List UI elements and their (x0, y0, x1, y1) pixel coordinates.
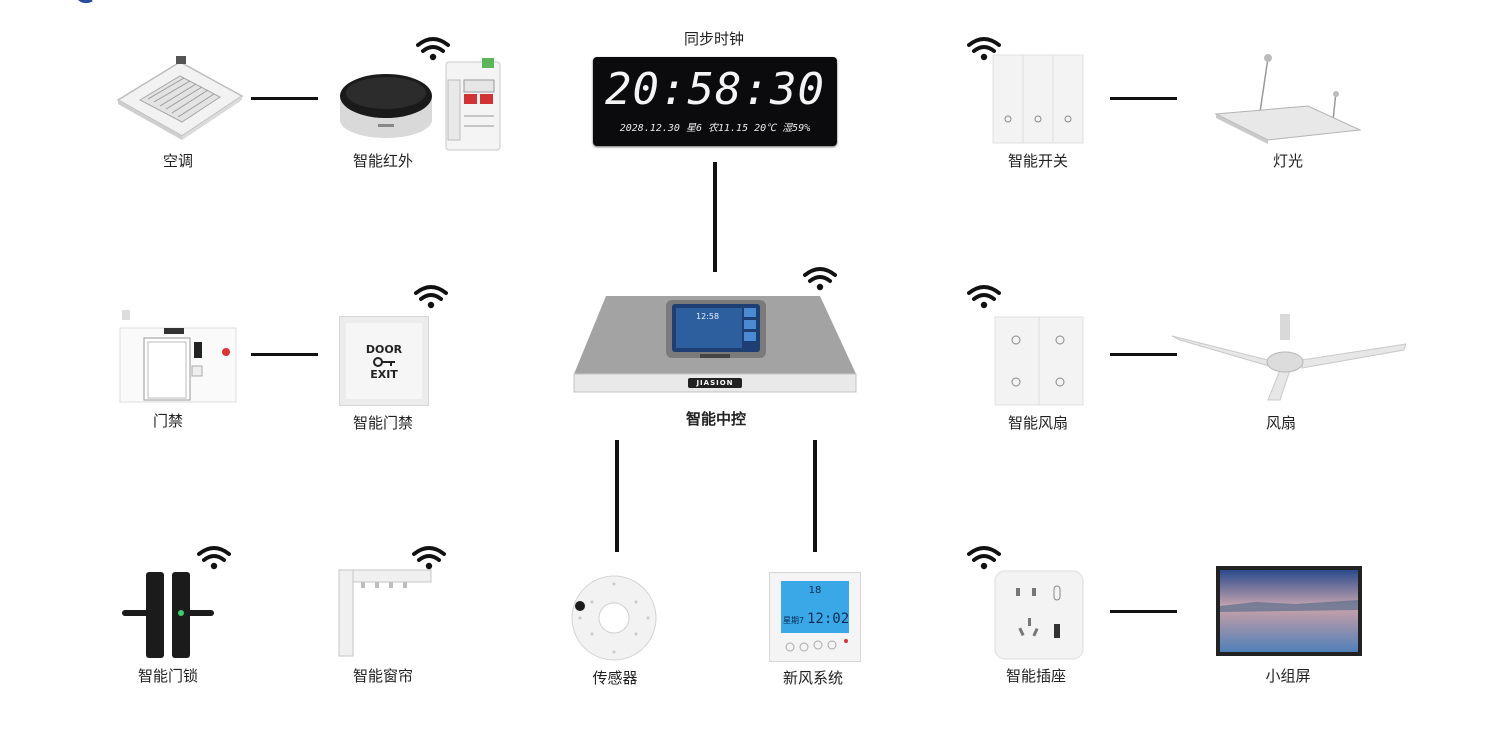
socket-label: 智能插座 (1005, 667, 1067, 685)
light-label: 灯光 (1272, 152, 1304, 170)
sensor-label: 传感器 (592, 669, 638, 687)
ir-hub-image (340, 74, 432, 138)
thermostat-buttons (785, 639, 848, 652)
wifi-icon (803, 267, 837, 291)
sync-clock-display: 20:58:30 2028.12.30 星6 农11.15 20℃ 湿59% (593, 57, 837, 146)
exit-panel-bottom-text: EXIT (370, 368, 398, 381)
fan-switch-label: 智能风扇 (1007, 414, 1069, 432)
wifi-icon (967, 285, 1001, 309)
key-icon (373, 357, 395, 367)
connector-socket-screen (1110, 610, 1177, 613)
sensor-image (571, 575, 657, 661)
fan-switch-image (994, 316, 1084, 406)
connector-aircon-ir (251, 97, 318, 100)
central-controller-image (573, 296, 857, 393)
wifi-icon (197, 546, 231, 570)
wifi-icon (967, 37, 1001, 61)
ceiling-fan-image (1172, 314, 1406, 401)
wifi-icon (967, 546, 1001, 570)
light-image (1214, 54, 1362, 144)
sync-clock-label: 同步时钟 (683, 30, 745, 48)
smart-access-label: 智能门禁 (352, 414, 414, 432)
fresh-air-lcd: 18 星期7 12:02 (781, 581, 849, 633)
exit-button-panel: DOOR EXIT (339, 316, 429, 406)
central-brand-badge: JIASION (696, 379, 734, 387)
curtain-track-image (338, 569, 432, 657)
smart-lock-image (122, 572, 214, 658)
connector-central-sensor (615, 440, 619, 552)
connector-access-smartaccess (251, 353, 318, 356)
clock-time: 20:58:30 (605, 64, 825, 115)
connector-fanswitch-fan (1110, 353, 1177, 356)
clock-info: 2028.12.30 星6 农11.15 20℃ 湿59% (619, 123, 811, 134)
aircon-image (116, 56, 244, 140)
central-screen-time: 12:58 (696, 312, 720, 321)
smart-switch-image (992, 54, 1084, 144)
access-label: 门禁 (152, 412, 184, 430)
connector-clock-central (713, 162, 717, 272)
group-screen-image (1216, 566, 1362, 656)
access-control-image (119, 310, 237, 403)
wifi-icon (412, 546, 446, 570)
curtain-label: 智能窗帘 (352, 667, 414, 685)
circuit-breaker-image (445, 58, 501, 151)
screen-label: 小组屏 (1265, 667, 1311, 685)
aircon-label: 空调 (162, 152, 194, 170)
wifi-icon (416, 37, 450, 61)
exit-panel-top-text: DOOR (365, 343, 403, 356)
ir-label: 智能红外 (352, 152, 414, 170)
fresh-air-label: 新风系统 (782, 669, 844, 687)
switch-label: 智能开关 (1007, 152, 1069, 170)
lcd-left-text: 星期7 (783, 616, 805, 625)
connector-central-freshair (813, 440, 817, 552)
lcd-bottom-value: 12:02 (807, 611, 850, 627)
fresh-air-panel: 18 星期7 12:02 (769, 572, 861, 662)
wifi-icon (414, 285, 448, 309)
smart-socket-image (994, 570, 1084, 660)
fan-label: 风扇 (1265, 414, 1297, 432)
corner-logo-fragment (78, 0, 93, 4)
central-label: 智能中控 (685, 410, 747, 428)
lock-label: 智能门锁 (137, 667, 199, 685)
lcd-top-value: 18 (808, 585, 822, 596)
connector-switch-light (1110, 97, 1177, 100)
